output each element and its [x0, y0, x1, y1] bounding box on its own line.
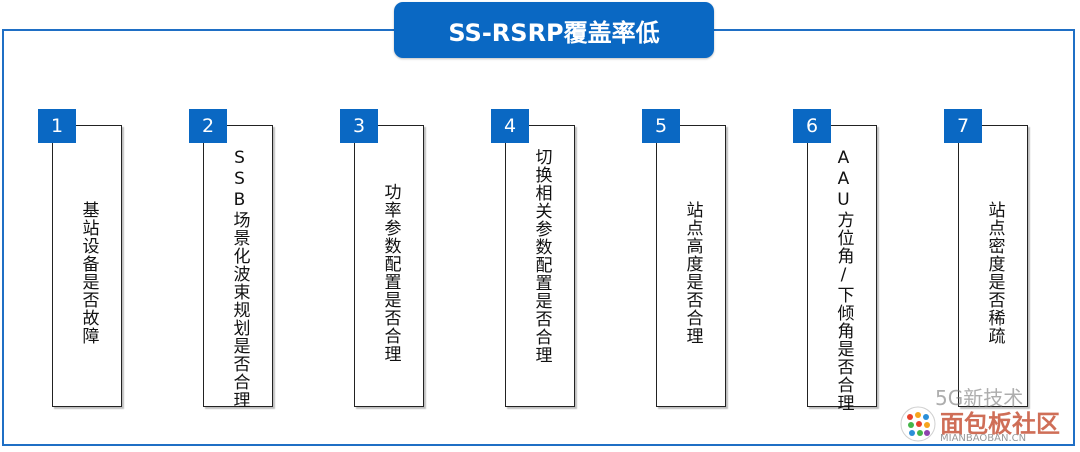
factor-box: SSB场景化波束规划是否合理 [203, 125, 273, 409]
factor-number: 1 [38, 109, 76, 143]
factor-box: 站点密度是否稀疏 [958, 125, 1028, 407]
factor-text: 站点高度是否合理 [682, 201, 703, 345]
factor-text: 基站设备是否故障 [78, 201, 99, 345]
factor-box: 基站设备是否故障 [52, 125, 122, 407]
factor-number: 6 [793, 109, 831, 143]
factor-text: 站点密度是否稀疏 [984, 201, 1005, 345]
factor-number: 2 [189, 109, 227, 143]
factor-number: 3 [340, 109, 378, 143]
factor-text: SSB场景化波束规划是否合理 [229, 148, 250, 409]
factor-box: 切换相关参数配置是否合理 [505, 125, 575, 407]
factor-text: 功率参数配置是否合理 [380, 183, 401, 363]
factor-number: 4 [491, 109, 529, 143]
factor-number: 5 [642, 109, 680, 143]
diagram-title: SS-RSRP覆盖率低 [394, 2, 714, 58]
watermark-brand: 面包板社区 [940, 410, 1060, 438]
watermark-url: MIANBAOBAN.CN [940, 433, 1027, 444]
factor-text: 切换相关参数配置是否合理 [531, 148, 552, 364]
factor-text: AAU方位角/下倾角是否合理 [833, 148, 854, 412]
watermark: 5G新技术 面包板社区 MIANBAOBAN.CN [890, 382, 1080, 448]
watermark-logo-icon [900, 406, 936, 442]
watermark-channel: 5G新技术 [935, 386, 1024, 410]
factor-box: AAU方位角/下倾角是否合理 [807, 125, 877, 412]
factor-box: 功率参数配置是否合理 [354, 125, 424, 407]
factor-box: 站点高度是否合理 [656, 125, 726, 407]
factor-number: 7 [944, 109, 982, 143]
